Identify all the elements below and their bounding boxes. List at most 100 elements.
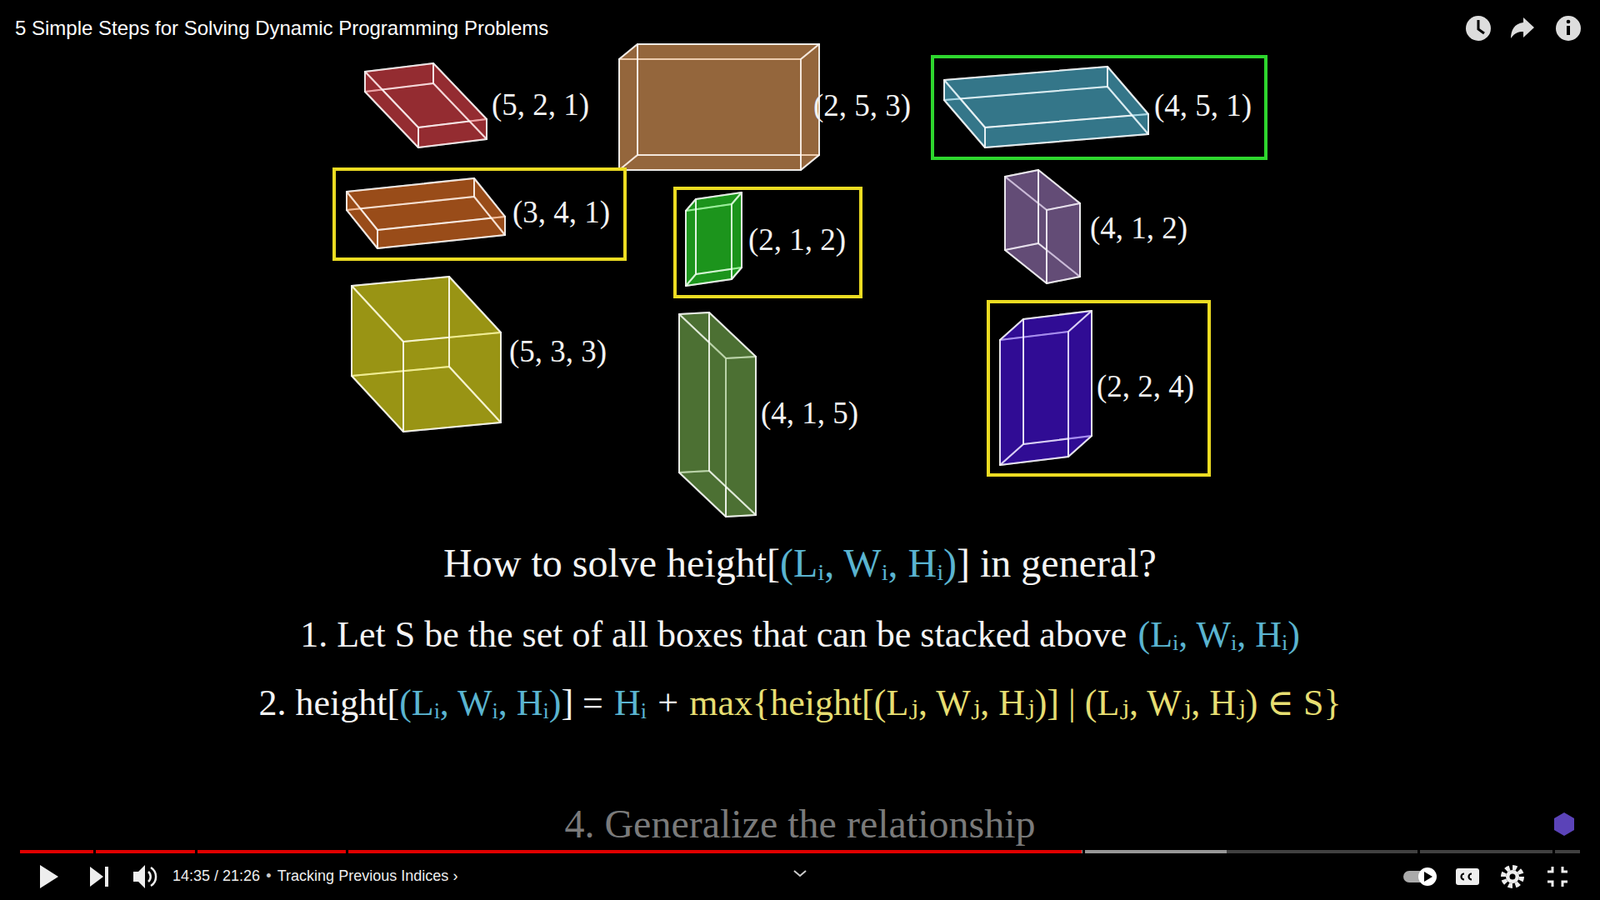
chapter-gap xyxy=(93,848,96,855)
box-face xyxy=(944,80,985,148)
box-item: (2, 5, 3) xyxy=(615,40,924,174)
autoplay-knob xyxy=(1418,867,1437,886)
autoplay-play xyxy=(1424,871,1433,882)
volume-wave xyxy=(148,871,151,882)
box-face xyxy=(351,285,404,432)
volume-icon xyxy=(133,865,145,889)
box-item: (5, 3, 3) xyxy=(341,271,620,437)
box-drawing xyxy=(1000,310,1092,465)
channel-logo xyxy=(1554,812,1575,836)
box-drawing xyxy=(685,192,742,286)
dimension-label: (2, 5, 3) xyxy=(813,89,911,124)
dimension-label: (5, 2, 1) xyxy=(491,88,590,123)
box-drawing xyxy=(1005,170,1080,284)
box-drawing xyxy=(944,66,1149,148)
step-line: 1. Let S be the set of all boxes that ca… xyxy=(0,613,1600,658)
box-face xyxy=(1068,310,1092,457)
player-status-line: 14:35 / 21:26 • Tracking Previous Indices› xyxy=(172,867,1090,886)
math-tuple: (Lᵢ, Wᵢ, Hᵢ) xyxy=(1138,613,1300,658)
captions-mark xyxy=(1461,874,1465,880)
highlighted-box-item: (2, 1, 2) xyxy=(673,186,863,299)
next-bar xyxy=(105,866,109,887)
info-stem xyxy=(1566,25,1570,35)
formula-line: 2. height[(Lᵢ, Wᵢ, Hᵢ)] =Hᵢ+max{height[(… xyxy=(0,681,1600,726)
box-face xyxy=(433,63,487,140)
box-face xyxy=(1000,319,1024,465)
highlighted-box-item: (2, 2, 4) xyxy=(986,300,1211,477)
chapter-gap xyxy=(195,848,198,855)
share-icon xyxy=(1510,17,1535,39)
math-tuple: (Lᵢ, Wᵢ, Hᵢ) xyxy=(780,539,957,588)
math-symbol: Hᵢ xyxy=(614,681,647,726)
question-line: How to solve height[(Lᵢ, Wᵢ, Hᵢ)] in gen… xyxy=(0,539,1600,588)
box-item: (5, 2, 1) xyxy=(360,58,602,155)
chevron-icon xyxy=(794,870,806,876)
box-face xyxy=(637,44,820,155)
box-face xyxy=(346,191,378,249)
info-icon xyxy=(1555,15,1581,41)
box-face xyxy=(346,178,475,210)
box-face xyxy=(1107,66,1149,135)
question-text: ] in general? xyxy=(956,539,1157,588)
time-display: 14:35 / 21:26 xyxy=(172,867,260,886)
box-drawing xyxy=(365,63,487,148)
box-face xyxy=(944,66,1108,100)
next-heading-line: 4. Generalize the relationship xyxy=(0,800,1600,849)
settings-icon xyxy=(1505,870,1520,884)
chapter-gap xyxy=(1417,848,1420,855)
dimension-label: (2, 1, 2) xyxy=(748,223,846,258)
video-title: 5 Simple Steps for Solving Dynamic Progr… xyxy=(15,16,549,40)
box-drawing xyxy=(679,312,756,517)
math-operator: ] = xyxy=(560,681,603,726)
chapter-title: Tracking Previous Indices xyxy=(277,867,449,886)
math-tuple: (Lᵢ, Wᵢ, Hᵢ) xyxy=(399,681,561,726)
box-face xyxy=(685,199,696,286)
box-item: (4, 1, 2) xyxy=(1000,170,1200,288)
dimension-label: (4, 1, 5) xyxy=(760,396,859,431)
chapter-arrow: › xyxy=(453,867,459,886)
highlighted-box-item: (3, 4, 1) xyxy=(332,167,627,261)
progress-track xyxy=(20,850,1580,854)
dimension-label: (4, 5, 1) xyxy=(1154,89,1252,124)
dimension-label: (4, 1, 2) xyxy=(1090,211,1188,246)
box-face xyxy=(985,114,1149,148)
box-face xyxy=(449,276,501,423)
settings-teeth xyxy=(1503,867,1522,886)
exit-fullscreen-icon xyxy=(1547,866,1568,887)
box-item: (4, 1, 5) xyxy=(666,308,871,522)
step-text: 2. height[ xyxy=(258,681,400,726)
section-heading: 4. Generalize the relationship xyxy=(564,800,1035,849)
box-face xyxy=(474,178,505,235)
box-face xyxy=(365,71,419,148)
box-face xyxy=(709,312,756,515)
box-face xyxy=(1005,170,1039,250)
chapter-gap xyxy=(1082,848,1085,855)
clock-hands xyxy=(1478,20,1485,34)
volume-wave xyxy=(150,867,156,886)
separator-dot: • xyxy=(265,867,271,886)
box-face xyxy=(731,192,742,280)
box-drawing xyxy=(351,276,501,432)
highlighted-box-item: (4, 5, 1) xyxy=(930,55,1268,160)
progress-played xyxy=(20,850,1082,854)
info-dot xyxy=(1566,20,1571,25)
dimension-label: (2, 2, 4) xyxy=(1096,370,1195,405)
dimension-label: (5, 3, 3) xyxy=(509,335,607,370)
step-text: 1. Let S be the set of all boxes that ca… xyxy=(300,613,1127,658)
box-face xyxy=(377,216,505,249)
next-icon xyxy=(90,866,104,887)
captions-icon xyxy=(1455,868,1480,885)
watch-later-icon xyxy=(1465,15,1491,41)
chapter-gap xyxy=(1552,848,1555,855)
box-face xyxy=(1046,203,1080,284)
box-face xyxy=(619,44,638,170)
play-icon xyxy=(40,865,59,889)
settings-hole xyxy=(1510,874,1516,880)
math-operator: + xyxy=(657,681,679,726)
chapter-gap xyxy=(345,848,349,855)
progress-buffer xyxy=(20,850,1227,854)
question-text: How to solve height[ xyxy=(443,539,780,588)
box-drawing xyxy=(346,178,505,249)
